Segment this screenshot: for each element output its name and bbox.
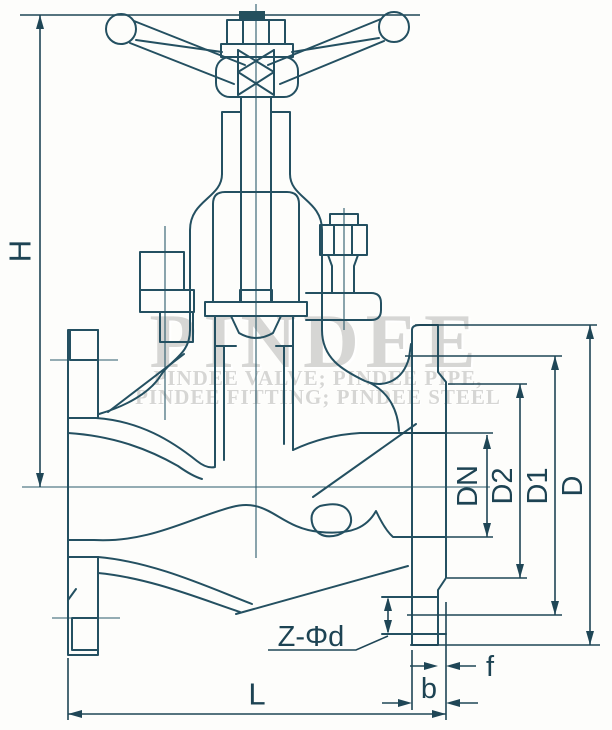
d1-extension-lines: [405, 355, 562, 616]
yoke-shoulder-left: [189, 173, 223, 331]
handwheel-rim-underside: [291, 37, 380, 53]
dimension-d1: D1: [405, 355, 562, 616]
body-rib-left: [107, 353, 185, 413]
handwheel-left-knob: [105, 13, 137, 45]
l-arrow-left: [68, 710, 82, 718]
right-flange-bolt-hole-lines: [381, 596, 447, 635]
left-flange-outline: [67, 329, 99, 656]
flow-partition-and-bore-bottom: [67, 504, 447, 542]
body-bottom-wall-inner: [97, 572, 241, 613]
seat-tube-inner: [223, 345, 285, 461]
f-arrow-right: [446, 662, 460, 670]
dn-arrow-bottom: [483, 523, 491, 537]
l-dim-label: L: [248, 677, 265, 712]
right-port-bore-top: [292, 432, 447, 451]
left-flange-bottom-bolt-hole: [71, 617, 99, 651]
h-arrow-top: [36, 15, 44, 29]
right-hub-curve: [367, 381, 400, 432]
d1-dim-label: D1: [522, 467, 554, 504]
h-arrow-bottom: [36, 473, 44, 487]
watermark-tagline1-highlight: PINDEE VALVE; PINDEE PIPE,: [154, 367, 483, 391]
bonnet-bell: [212, 191, 300, 303]
yoke-column: [221, 111, 291, 175]
d2-dim-label: D2: [487, 467, 519, 504]
b-arrow-right: [446, 699, 460, 707]
dn-extension-lines: [400, 432, 493, 538]
dimension-bolt-holes: Z-Φd: [268, 597, 392, 653]
h-dim-label: H: [3, 240, 38, 262]
f-arrow-left: [424, 662, 438, 670]
d2-arrow-bottom: [516, 564, 524, 578]
left-eye-bolt-lug: [159, 311, 194, 343]
neck-to-body-right: [321, 329, 412, 385]
d-extension-lines: [410, 324, 600, 646]
body-bottom-wall-outer: [97, 556, 253, 605]
yoke-shoulder-right: [289, 173, 323, 331]
stem: [240, 96, 272, 303]
d-arrow-bottom: [586, 631, 594, 645]
handwheel-rim-underside: [135, 39, 223, 53]
dimension-d: D: [410, 324, 600, 646]
dimension-dn: DN: [400, 432, 493, 538]
dn-arrow-top: [483, 435, 491, 449]
right-hex-bolt: [319, 224, 368, 256]
b-dim-lines: [382, 650, 478, 710]
stem-nut-cap: [239, 11, 265, 20]
dimension-h: H: [3, 15, 44, 487]
watermark: PINDEE PINDEE PINDEE VALVE; PINDEE PIPE,…: [135, 298, 502, 410]
d1-arrow-top: [551, 356, 559, 370]
b-arrow-left: [398, 699, 412, 707]
watermark-tagline2: PINDEE FITTING; PINDEE STEEL: [135, 385, 501, 409]
bolt-hole-leader-line: [268, 635, 389, 651]
seat-tube-outer: [214, 315, 294, 467]
dn-dim-label: DN: [452, 465, 484, 507]
seat-support-boss: [310, 503, 353, 538]
bolt-hole-label: Z-Φd: [278, 621, 345, 653]
valve-body: [67, 329, 447, 615]
left-flange-chamfer: [67, 588, 77, 601]
handwheel-right-knob: [378, 11, 410, 43]
d-dim-label: D: [557, 476, 589, 497]
hub-knurl-cross-hatch: [237, 49, 275, 96]
nut-washer: [220, 43, 294, 58]
bolt-hole-arrow-bottom: [384, 620, 392, 634]
right-bolt-shank: [327, 254, 359, 294]
d1-arrow-bottom: [551, 601, 559, 615]
l-arrow-right: [432, 710, 446, 718]
gland-follower: [239, 289, 273, 303]
dimension-l: L: [67, 658, 446, 720]
left-eye-bolt-block: [139, 251, 185, 291]
handwheel-hub: [215, 56, 299, 98]
stem-yoke: [189, 96, 323, 331]
watermark-brand: PINDEE: [150, 298, 483, 384]
right-bolt-bracket: [305, 292, 382, 321]
hex-nut-facets: [242, 19, 270, 45]
gland-bolts: [139, 213, 382, 343]
watermark-tagline2-highlight: PINDEE FITTING; PINDEE STEEL: [136, 386, 502, 410]
body-bottom-diagonal: [235, 565, 409, 615]
left-port-bore-top: [67, 432, 203, 480]
right-hex-bolt-facets: [333, 224, 353, 256]
d2-extension-lines: [447, 383, 527, 579]
d2-arrow-top: [516, 384, 524, 398]
neck-to-body-left: [98, 329, 191, 415]
valve-disc: [230, 315, 282, 339]
dimension-d2: D2: [447, 383, 527, 579]
bolt-hole-arrow-top: [384, 597, 392, 611]
f-dim-label: f: [486, 651, 495, 683]
b-dim-label: b: [421, 673, 437, 705]
watermark-tagline1: PINDEE VALVE; PINDEE PIPE,: [153, 366, 482, 390]
body-rib-right: [312, 423, 417, 498]
left-flange: [67, 329, 99, 656]
left-port-outer-top-wall: [67, 417, 216, 469]
stem-nut-hub: [215, 11, 299, 98]
disc-seat: [214, 315, 294, 467]
left-flange-top-bolt-hole: [69, 329, 99, 361]
dimension-b: b: [382, 650, 478, 710]
d-arrow-top: [586, 325, 594, 339]
